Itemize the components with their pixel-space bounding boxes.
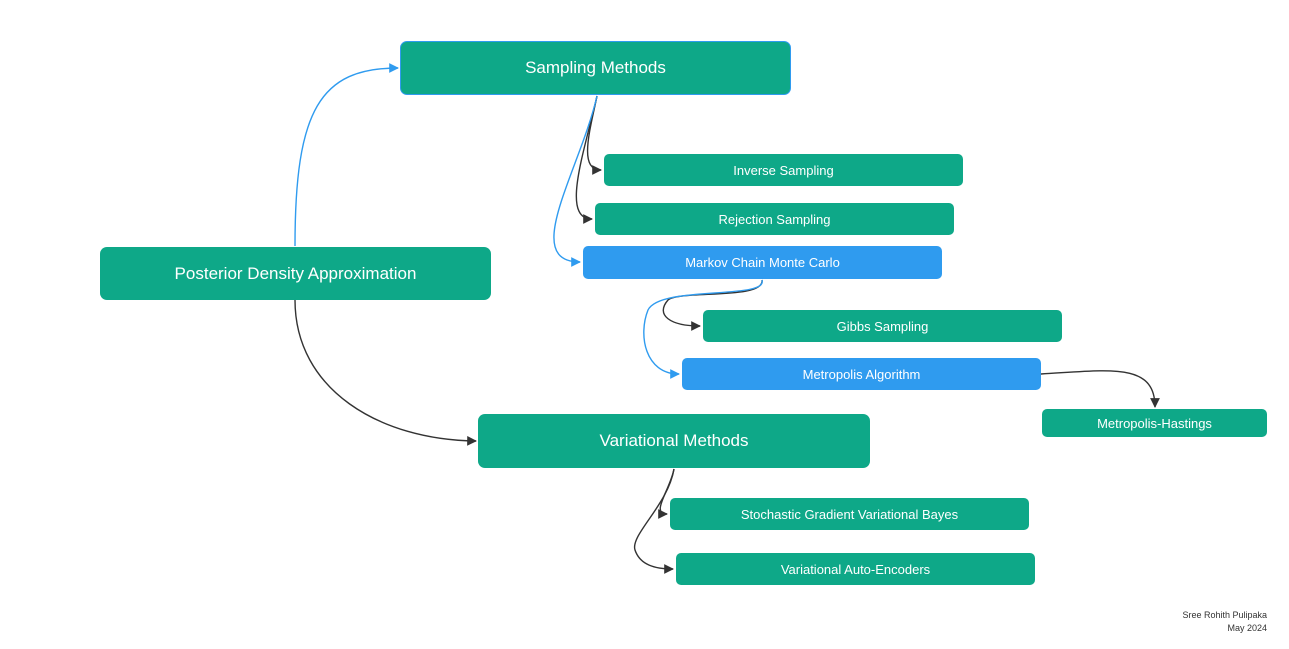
node-rejection-sampling[interactable]: Rejection Sampling	[595, 203, 954, 235]
node-metropolis-hastings[interactable]: Metropolis-Hastings	[1042, 409, 1267, 437]
node-variational-methods[interactable]: Variational Methods	[478, 414, 870, 468]
node-stochastic-gradient-variational-bayes[interactable]: Stochastic Gradient Variational Bayes	[670, 498, 1029, 530]
edge-mcmc-to-metropolis	[643, 279, 763, 379]
edge-sampling-to-rejection	[575, 95, 598, 224]
edge-metropolis-to-hastings	[1040, 370, 1160, 408]
edge-sampling-to-mcmc	[553, 95, 598, 267]
node-gibbs-sampling[interactable]: Gibbs Sampling	[703, 310, 1062, 342]
node-variational-auto-encoders[interactable]: Variational Auto-Encoders	[676, 553, 1035, 585]
node-sampling-methods[interactable]: Sampling Methods	[400, 41, 791, 95]
node-metropolis-algorithm[interactable]: Metropolis Algorithm	[682, 358, 1041, 390]
credit-author: Sree Rohith Pulipaka	[1182, 610, 1267, 620]
node-posterior-density-approximation[interactable]: Posterior Density Approximation	[100, 247, 491, 300]
node-inverse-sampling[interactable]: Inverse Sampling	[604, 154, 963, 186]
node-markov-chain-monte-carlo[interactable]: Markov Chain Monte Carlo	[583, 246, 942, 279]
edge-root-to-variational	[294, 299, 477, 446]
edge-mcmc-to-gibbs	[662, 279, 763, 331]
edge-root-to-sampling	[294, 63, 399, 247]
credit-date: May 2024	[1227, 623, 1267, 633]
edge-variational-to-vae	[633, 468, 675, 574]
